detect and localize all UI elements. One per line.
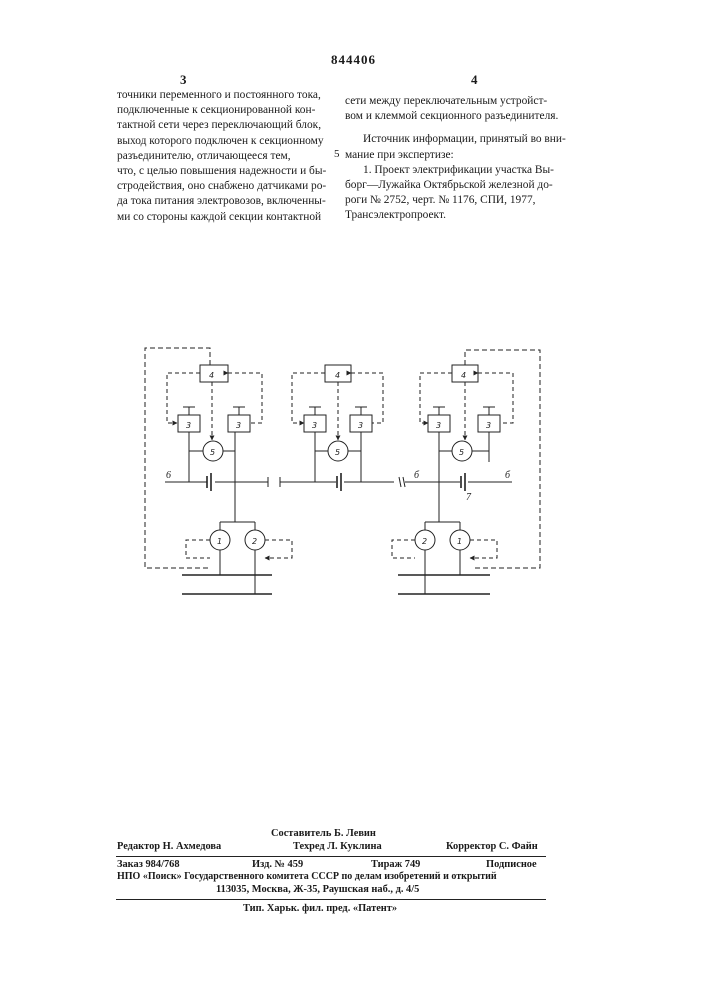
sensor-terminal	[183, 407, 195, 415]
address: 113035, Москва, Ж-35, Раушская наб., д. …	[216, 884, 419, 895]
block-label: 3	[436, 421, 441, 430]
section-insulator	[461, 473, 465, 491]
block-label: 5	[210, 448, 215, 457]
supply-bus	[182, 575, 272, 594]
section-insulator	[207, 473, 211, 491]
line-break	[399, 477, 405, 487]
feeder-wire	[425, 482, 460, 530]
block-label: 3	[358, 421, 363, 430]
sensor-terminal	[355, 407, 367, 415]
sensor-terminal	[483, 407, 495, 415]
block-label: 3	[236, 421, 241, 430]
divider	[116, 899, 546, 900]
sensor-terminal	[233, 407, 245, 415]
wire-label: 6	[166, 470, 171, 481]
organization: НПО «Поиск» Государственного комитета СС…	[117, 871, 497, 882]
editor: Редактор Н. Ахмедова	[117, 841, 221, 852]
block-label: 3	[186, 421, 191, 430]
block-label: 4	[461, 371, 466, 380]
block-label: 5	[335, 448, 340, 457]
block-label: 2	[252, 537, 257, 546]
subscription: Подписное	[486, 859, 537, 870]
sensor-terminal	[433, 407, 445, 415]
block-label: 4	[335, 371, 340, 380]
source-wire	[220, 550, 255, 594]
supply-bus	[398, 575, 490, 594]
circulation: Тираж 749	[371, 859, 420, 870]
wire-label: 7	[466, 492, 472, 503]
block-label: 5	[459, 448, 464, 457]
divider	[116, 856, 546, 857]
block-label: 4	[209, 371, 214, 380]
edition-number: Изд. № 459	[252, 859, 303, 870]
printer: Тип. Харьк. фил. пред. «Патент»	[243, 903, 397, 914]
block-label: 3	[486, 421, 491, 430]
corrector: Корректор С. Файн	[446, 841, 538, 852]
techred: Техред Л. Куклина	[293, 841, 382, 852]
compiler: Составитель Б. Левин	[271, 828, 376, 839]
wire-label: б	[505, 470, 511, 481]
sensor-terminal	[309, 407, 321, 415]
wire-label: б	[414, 470, 420, 481]
block-label: 2	[422, 537, 427, 546]
source-wire	[425, 550, 460, 594]
connection-wire	[439, 432, 489, 482]
signal-line	[186, 540, 292, 558]
section-insulator	[337, 473, 341, 491]
feedback-loop-right	[465, 350, 540, 568]
block-label: 3	[312, 421, 317, 430]
feeder-wire	[220, 482, 255, 530]
order-number: Заказ 984/768	[117, 859, 180, 870]
signal-line	[392, 540, 497, 558]
block-label: 1	[457, 537, 462, 546]
block-label: 1	[217, 537, 222, 546]
